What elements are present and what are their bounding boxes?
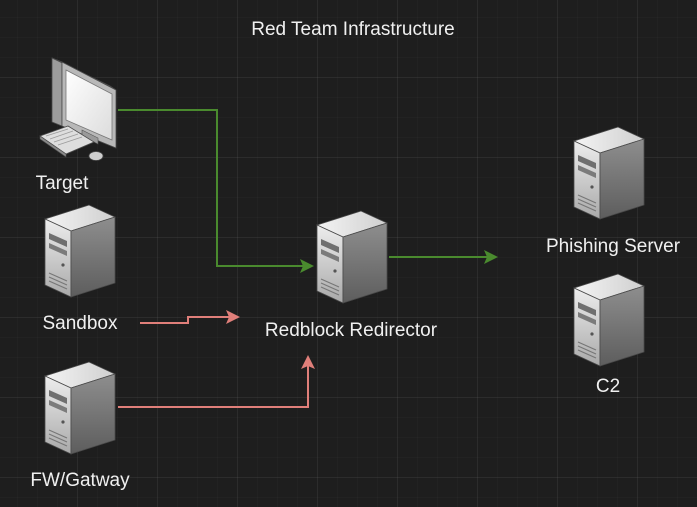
arrowhead-target-to-redirector [300,259,314,273]
arrowhead-sandbox-to-redirector [226,310,240,324]
server-tower-icon-c2[interactable] [573,273,645,367]
connectors [118,109,498,408]
node-label-sandbox: Sandbox [42,313,118,334]
server-tower-icon-fwgatway[interactable] [44,361,116,455]
edge-sandbox-to-redirector [140,316,232,324]
edge-fwgatway-to-redirector [118,363,309,408]
node-label-c2: C2 [595,376,621,397]
diagram-title: Red Team Infrastructure [251,19,455,40]
desktop-computer-icon[interactable] [39,57,117,161]
edge-target-to-redirector [118,109,308,267]
server-tower-icon-phishing[interactable] [573,126,645,220]
node-label-phishing: Phishing Server [545,236,681,257]
node-label-target: Target [35,173,89,194]
node-label-fwgatway: FW/Gatway [30,470,130,491]
server-tower-icon-sandbox[interactable] [44,204,116,298]
arrowhead-fwgatway-to-redirector [301,355,315,369]
arrowhead-redirector-to-phishing [484,250,498,264]
server-tower-icon-redirector[interactable] [316,210,388,304]
node-label-redirector: Redblock Redirector [264,320,438,341]
